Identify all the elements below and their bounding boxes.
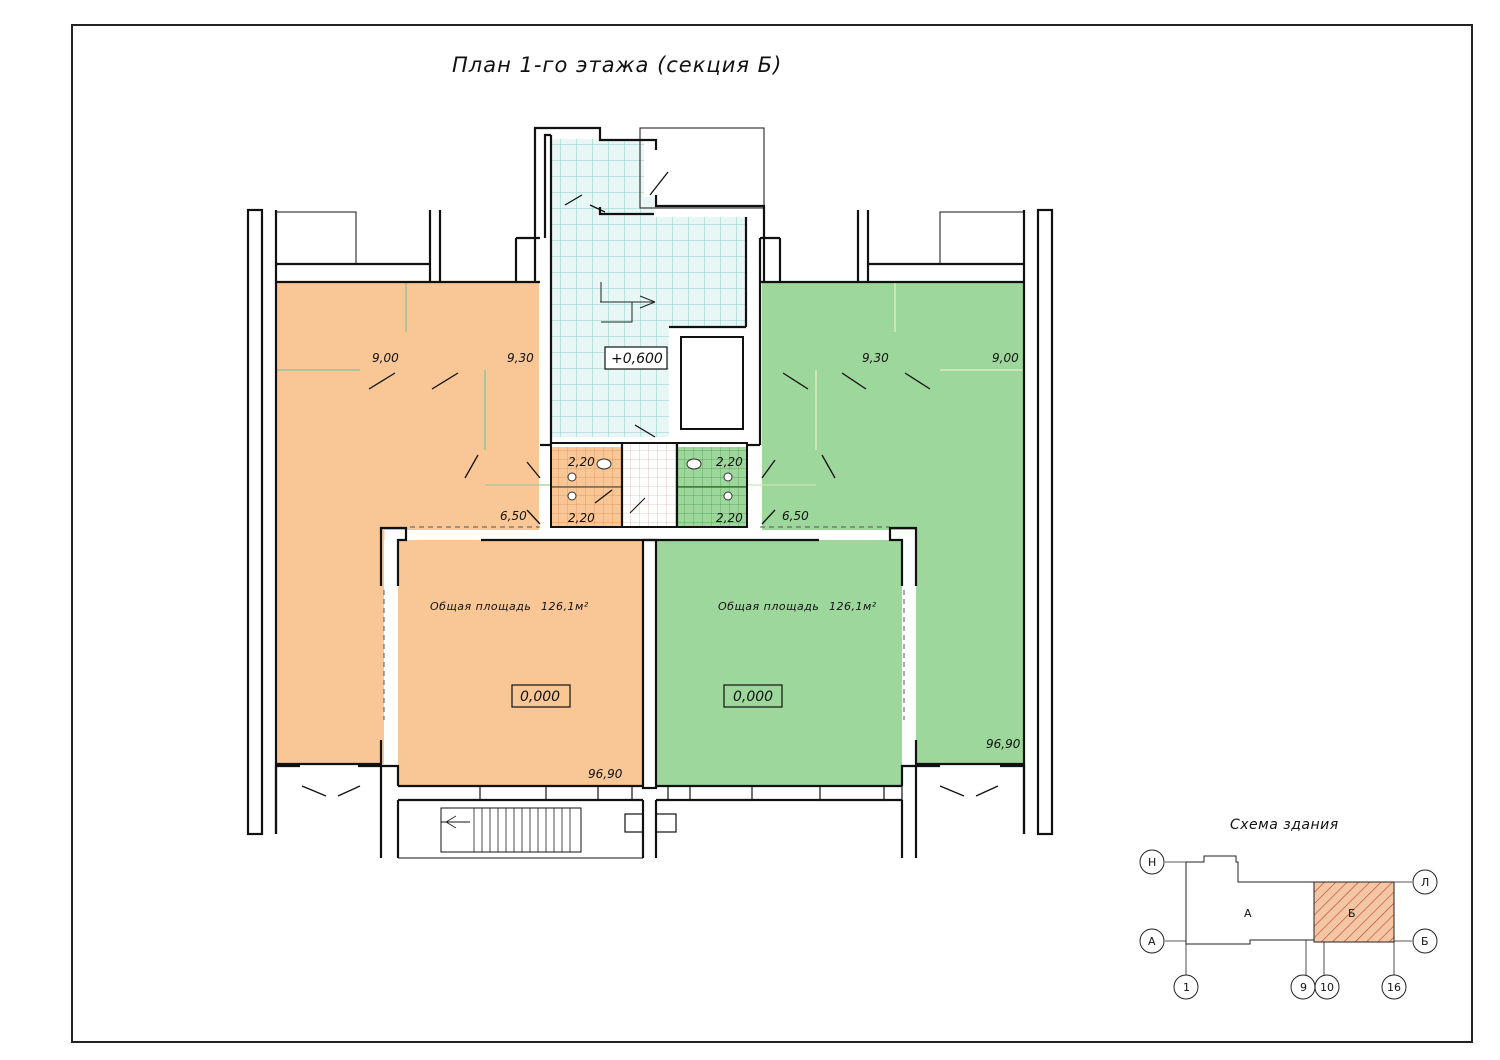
right-unit-main-hall (656, 540, 902, 786)
stair-level-mark: +0,600 (611, 351, 663, 367)
right-area-label: Общая площадь (718, 600, 819, 613)
right-room-b-dim: 9,00 (992, 351, 1019, 365)
walls (246, 126, 1054, 859)
left-area-value: 126,1м² (541, 600, 589, 613)
right-unit-room-a (762, 282, 895, 370)
axis-row-n: Н (1148, 856, 1156, 869)
right-unit: 9,30 9,00 6,50 2,20 2,20 Общая площадь 1… (656, 282, 1024, 797)
right-bath-top-dim: 2,20 (716, 455, 743, 469)
left-level-mark: 0,000 (520, 689, 560, 705)
axis-row-b: Б (1421, 935, 1429, 948)
left-level-mark-box (511, 684, 571, 708)
left-bath-bottom-dim: 2,20 (568, 511, 595, 525)
left-corridor-dim: 6,50 (500, 509, 527, 523)
right-area-value: 126,1м² (829, 600, 877, 613)
right-room-dim: 96,90 (986, 737, 1021, 751)
drawing-frame (71, 24, 1473, 1043)
axis-col-16: 16 (1387, 981, 1401, 994)
axis-col-9: 9 (1300, 981, 1307, 994)
entrance-stair-treads (445, 808, 571, 852)
left-hall-dim: 96,90 (588, 767, 623, 781)
right-unit-room-b (895, 282, 1024, 370)
building-schema: Схема здания Н А Л Б 1 9 10 16 А Б (1139, 817, 1438, 1000)
left-unit-room-b (406, 282, 539, 370)
right-level-mark: 0,000 (733, 689, 773, 705)
plan-title: План 1-го этажа (секция Б) (452, 53, 782, 77)
axis-col-10: 10 (1320, 981, 1334, 994)
right-unit-corridor (762, 370, 916, 530)
left-room-a-dim: 9,00 (372, 351, 399, 365)
right-level-mark-box (723, 684, 783, 708)
right-bath-bottom-dim: 2,20 (716, 511, 743, 525)
axis-row-a: А (1148, 935, 1156, 948)
schema-section-b-label: Б (1348, 907, 1356, 920)
schema-section-b (1313, 881, 1395, 943)
right-corridor-dim: 6,50 (782, 509, 809, 523)
axis-col-1: 1 (1183, 981, 1190, 994)
schema-title: Схема здания (1230, 817, 1339, 833)
left-area-label: Общая площадь (430, 600, 531, 613)
schema-section-a-label: А (1244, 907, 1252, 920)
stair-core: +0,600 (551, 139, 746, 527)
left-unit-corridor (384, 370, 539, 530)
right-room-a-dim: 9,30 (862, 351, 889, 365)
left-unit-main-hall (398, 540, 643, 786)
left-unit: 9,00 9,30 6,50 2,20 2,20 Общая площадь 1… (276, 282, 643, 797)
left-room-b-dim: 9,30 (507, 351, 534, 365)
left-unit-room-a (276, 282, 406, 370)
axis-row-l: Л (1421, 876, 1429, 889)
stair-level-mark-box (604, 346, 668, 370)
left-bath-top-dim: 2,20 (568, 455, 595, 469)
